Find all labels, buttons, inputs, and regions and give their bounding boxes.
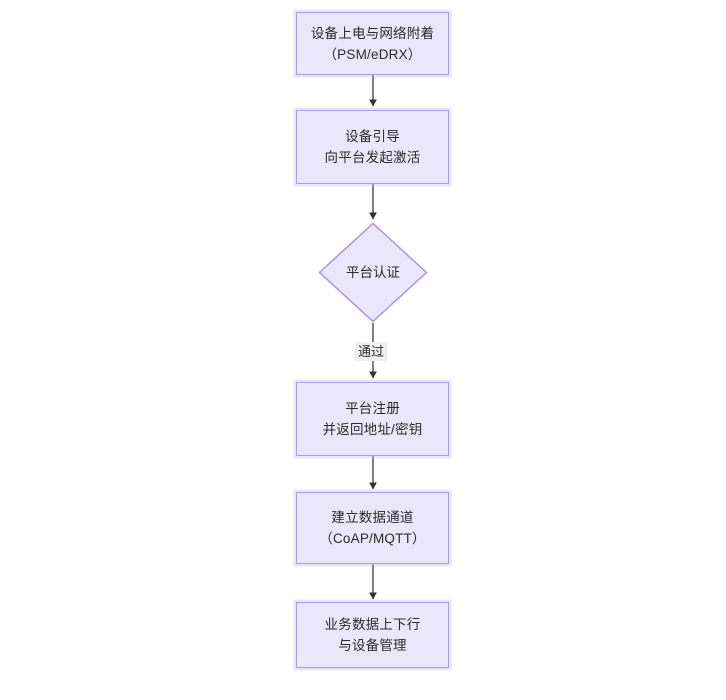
- node-label-line1: 业务数据上下行: [324, 617, 421, 632]
- node-label-line1: 设备上电与网络附着: [310, 25, 435, 41]
- node-platform-authentication[interactable]: 平台认证: [318, 222, 428, 323]
- node-platform-registration[interactable]: 平台注册 并返回地址/密钥: [296, 382, 449, 456]
- node-establish-data-channel[interactable]: 建立数据通道 （CoAP/MQTT）: [296, 492, 449, 564]
- node-label-line1: 设备引导: [345, 129, 400, 144]
- node-label-line2: （CoAP/MQTT）: [319, 531, 426, 546]
- node-label-line2: （PSM/eDRX）: [323, 46, 422, 62]
- node-label-line2: 向平台发起激活: [324, 150, 421, 165]
- edge-label-pass: 通过: [355, 342, 388, 361]
- node-label-line1: 平台注册: [345, 401, 400, 416]
- node-label-line2: 与设备管理: [338, 638, 407, 653]
- node-label-line1: 建立数据通道: [331, 510, 414, 525]
- node-device-bootstrap[interactable]: 设备引导 向平台发起激活: [296, 110, 449, 184]
- diamond-shape-icon: [318, 222, 428, 323]
- node-device-power-on[interactable]: 设备上电与网络附着 （PSM/eDRX）: [296, 12, 449, 75]
- node-label-line2: 并返回地址/密钥: [322, 422, 423, 437]
- node-business-data-and-device-management[interactable]: 业务数据上下行 与设备管理: [296, 602, 449, 668]
- node-label-line1: 平台认证: [346, 264, 400, 280]
